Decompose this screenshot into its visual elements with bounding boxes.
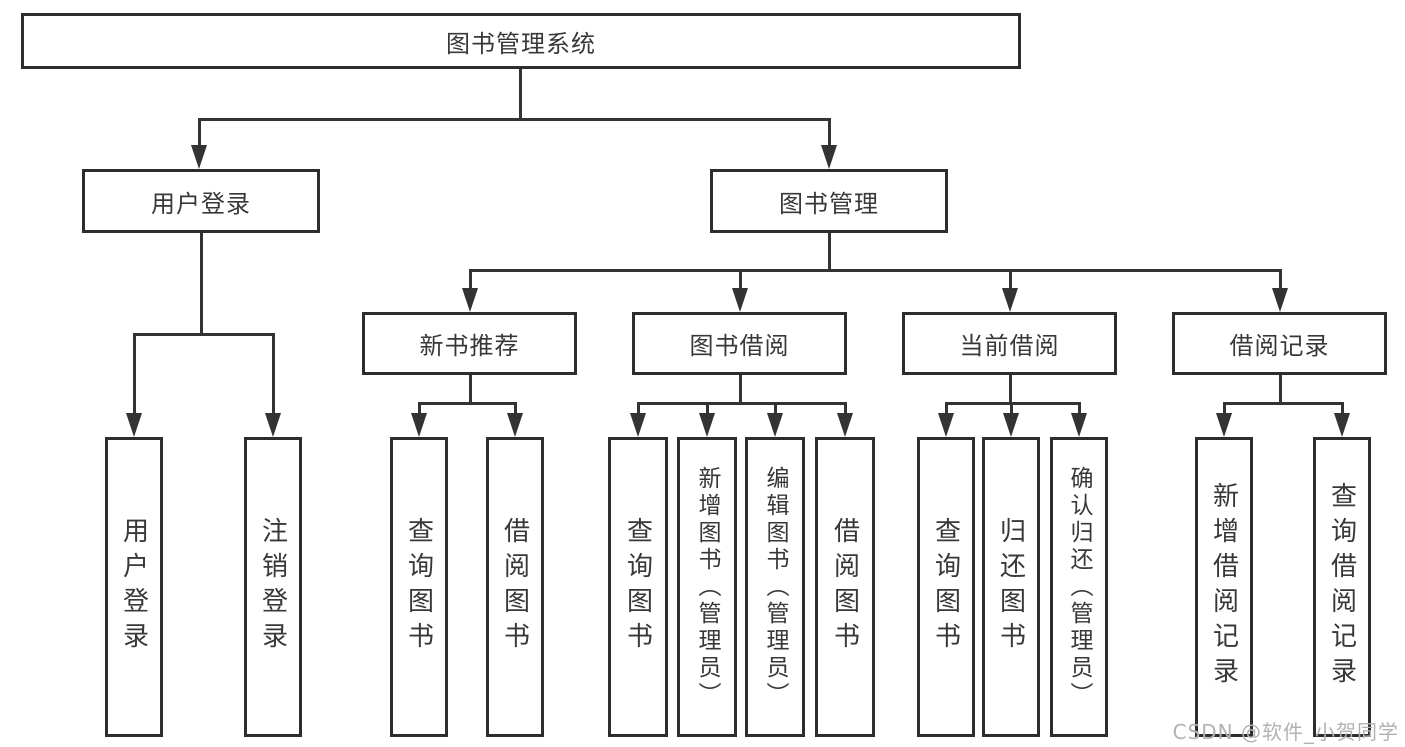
connector-line — [945, 402, 1081, 405]
leaf-user-login: 用户登录 — [105, 437, 163, 737]
leaf-return-book: 归还图书 — [982, 437, 1040, 737]
node-label: 图书管理 — [779, 189, 879, 218]
node-label: 查询借阅记录 — [1326, 482, 1357, 692]
connector-line — [133, 333, 136, 415]
node-label: 注销登录 — [257, 517, 288, 657]
node-label: 查询图书 — [930, 517, 961, 657]
connector-line — [828, 233, 831, 271]
node-current-borrow: 当前借阅 — [902, 312, 1117, 375]
connector-line — [272, 333, 275, 415]
arrow-down-icon — [767, 413, 783, 437]
connector-line — [637, 402, 847, 405]
connector-line — [514, 402, 517, 416]
leaf-add-book-admin: 新增图书（管理员） — [677, 437, 737, 737]
connector-line — [945, 402, 948, 416]
arrow-down-icon — [462, 288, 478, 312]
arrow-down-icon — [1002, 288, 1018, 312]
arrow-down-icon — [837, 413, 853, 437]
node-label: 用户登录 — [151, 189, 251, 218]
connector-line — [1279, 269, 1282, 291]
node-label: 借阅记录 — [1229, 332, 1330, 360]
node-library-management-system: 图书管理系统 — [21, 13, 1021, 69]
connector-line — [200, 233, 203, 335]
node-label: 查询图书 — [622, 517, 653, 657]
node-new-book-recommend: 新书推荐 — [362, 312, 577, 375]
connector-line — [774, 402, 777, 416]
arrow-down-icon — [1216, 413, 1232, 437]
connector-line — [133, 333, 275, 336]
leaf-query-books-1: 查询图书 — [390, 437, 448, 737]
watermark: CSDN @软件_小贺同学 — [1172, 720, 1399, 744]
arrow-down-icon — [699, 413, 715, 437]
arrow-down-icon — [1272, 288, 1288, 312]
node-label: 当前借阅 — [959, 332, 1060, 360]
node-label: 借阅图书 — [829, 517, 860, 657]
connector-line — [1279, 375, 1282, 405]
node-book-management: 图书管理 — [710, 169, 948, 233]
arrow-down-icon — [411, 413, 427, 437]
leaf-confirm-return-admin: 确认归还（管理员） — [1050, 437, 1108, 737]
connector-line — [1010, 402, 1013, 416]
node-label: 图书借阅 — [689, 332, 790, 360]
connector-line — [418, 402, 517, 405]
connector-line — [198, 118, 831, 121]
connector-line — [637, 402, 640, 416]
connector-line — [418, 402, 421, 416]
connector-line — [1223, 402, 1226, 416]
connector-line — [739, 269, 742, 291]
connector-line — [706, 402, 709, 416]
arrow-down-icon — [630, 413, 646, 437]
arrow-down-icon — [938, 413, 954, 437]
node-label: 用户登录 — [118, 517, 149, 657]
node-label: 借阅图书 — [499, 517, 530, 657]
leaf-add-borrow-record: 新增借阅记录 — [1195, 437, 1253, 737]
leaf-query-borrow-record: 查询借阅记录 — [1313, 437, 1371, 737]
leaf-borrow-books-2: 借阅图书 — [815, 437, 875, 737]
arrow-down-icon — [265, 413, 281, 437]
connector-line — [1009, 269, 1012, 291]
node-label: 归还图书 — [995, 517, 1026, 657]
arrow-down-icon — [1334, 413, 1350, 437]
arrow-down-icon — [507, 413, 523, 437]
node-borrow-records: 借阅记录 — [1172, 312, 1387, 375]
connector-line — [469, 269, 1282, 272]
connector-line — [1341, 402, 1344, 416]
connector-line — [198, 118, 201, 148]
connector-line — [828, 118, 831, 148]
arrow-down-icon — [1071, 413, 1087, 437]
arrow-down-icon — [1003, 413, 1019, 437]
node-label: 确认归还（管理员） — [1066, 465, 1092, 709]
connector-line — [1223, 402, 1344, 405]
node-label: 新增借阅记录 — [1208, 482, 1239, 692]
leaf-query-books-3: 查询图书 — [917, 437, 975, 737]
leaf-edit-book-admin: 编辑图书（管理员） — [745, 437, 805, 737]
node-label: 新增图书（管理员） — [694, 465, 720, 709]
leaf-logout: 注销登录 — [244, 437, 302, 737]
leaf-borrow-books-1: 借阅图书 — [486, 437, 544, 737]
node-book-borrow: 图书借阅 — [632, 312, 847, 375]
node-label: 图书管理系统 — [446, 29, 596, 58]
connector-line — [1078, 402, 1081, 416]
connector-line — [1009, 375, 1012, 405]
connector-line — [519, 69, 522, 120]
connector-line — [844, 402, 847, 416]
connector-line — [469, 269, 472, 291]
arrow-down-icon — [191, 145, 207, 169]
arrow-down-icon — [732, 288, 748, 312]
node-label: 新书推荐 — [419, 332, 520, 360]
node-label: 编辑图书（管理员） — [762, 465, 788, 709]
arrow-down-icon — [126, 413, 142, 437]
connector-line — [739, 375, 742, 405]
node-label: 查询图书 — [403, 517, 434, 657]
node-user-login: 用户登录 — [82, 169, 320, 233]
leaf-query-books-2: 查询图书 — [608, 437, 668, 737]
arrow-down-icon — [821, 145, 837, 169]
connector-line — [469, 375, 472, 405]
